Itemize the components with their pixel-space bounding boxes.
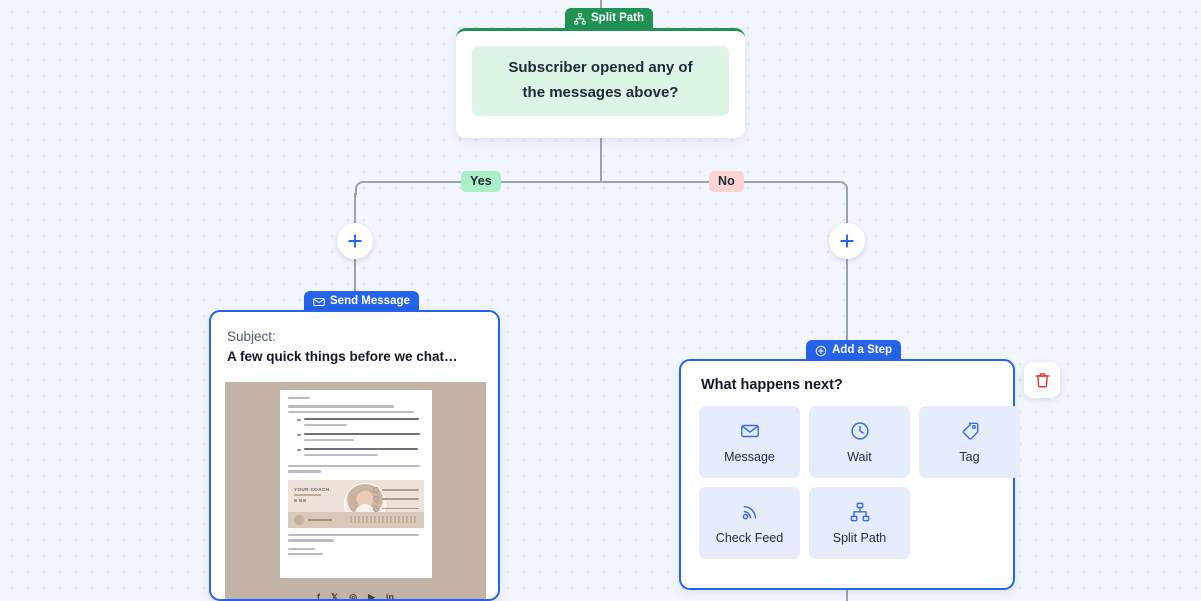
split-path-icon: [850, 502, 869, 522]
split-path-icon: [574, 12, 586, 25]
node-badge-split-path[interactable]: Split Path: [565, 8, 654, 29]
branch-label-no: No: [709, 171, 744, 192]
node-badge-split-path-label: Split Path: [591, 11, 645, 24]
node-card-split-path[interactable]: Subscriber opened any of the messages ab…: [456, 28, 745, 138]
email-social-icons: f 𝕏 ◎ ▶ in: [225, 592, 486, 601]
plus-icon: [840, 234, 854, 248]
node-card-send-message[interactable]: Subject: A few quick things before we ch…: [209, 310, 500, 601]
envelope-icon: [740, 424, 759, 438]
option-tile-check-feed[interactable]: Check Feed: [699, 487, 800, 559]
node-badge-send-message-label: Send Message: [330, 294, 410, 307]
edge-yes-down-a: [354, 193, 356, 225]
branch-label-yes: Yes: [461, 171, 501, 192]
split-path-condition: Subscriber opened any of the messages ab…: [472, 46, 729, 116]
signature-title: YOUR COACH: [294, 486, 330, 492]
add-step-title: What happens next?: [701, 377, 843, 393]
option-label-message: Message: [724, 450, 775, 464]
edge-corner-left: [355, 181, 369, 195]
condition-line-1: Subscriber opened any of: [508, 59, 693, 77]
subject-value: A few quick things before we chat…: [227, 349, 458, 364]
add-node-button-yes[interactable]: [337, 223, 373, 259]
tag-icon: [962, 422, 978, 440]
option-tile-split-path[interactable]: Split Path: [809, 487, 910, 559]
envelope-icon: [313, 297, 325, 306]
option-label-wait: Wait: [847, 450, 872, 464]
node-badge-add-a-step-label: Add a Step: [832, 343, 893, 356]
edge-no-down-b: [846, 257, 848, 341]
youtube-icon: ▶: [368, 592, 376, 601]
delete-node-button[interactable]: [1024, 362, 1060, 398]
option-label-check-feed: Check Feed: [715, 531, 784, 545]
option-label-split-path: Split Path: [832, 531, 887, 545]
edge-corner-right: [834, 181, 848, 195]
rss-icon: [742, 505, 756, 520]
edge-next-card-out: [846, 590, 848, 601]
add-step-option-grid: Message Wait Tag Check Feed: [699, 406, 1020, 559]
x-icon: 𝕏: [330, 592, 339, 601]
email-preview-thumbnail[interactable]: YOUR COACH f 𝕏: [225, 382, 486, 601]
node-badge-send-message[interactable]: Send Message: [304, 291, 419, 312]
facebook-icon: f: [316, 592, 320, 601]
option-label-tag: Tag: [959, 450, 980, 464]
trash-icon: [1034, 372, 1050, 388]
edge-yes-down-b: [354, 257, 356, 312]
option-tile-wait[interactable]: Wait: [809, 406, 910, 478]
plus-circle-icon: [815, 345, 827, 356]
plus-icon: [348, 234, 362, 248]
edge-split-stem: [600, 138, 602, 182]
email-preview-sheet: YOUR COACH: [280, 390, 432, 578]
clock-icon: [850, 422, 869, 440]
email-signature-banner: YOUR COACH: [288, 479, 424, 528]
node-card-add-a-step[interactable]: What happens next? Message Wait Tag: [679, 359, 1020, 590]
instagram-icon: ◎: [349, 592, 358, 601]
subject-label: Subject:: [227, 329, 276, 344]
edge-no-down-a: [846, 193, 848, 225]
linkedin-icon: in: [386, 592, 395, 601]
node-badge-add-a-step[interactable]: Add a Step: [806, 340, 902, 361]
option-tile-message[interactable]: Message: [699, 406, 800, 478]
add-node-button-no[interactable]: [829, 223, 865, 259]
option-tile-tag[interactable]: Tag: [919, 406, 1020, 478]
email-preview-list: [297, 418, 424, 459]
condition-line-2: the messages above?: [522, 84, 679, 101]
